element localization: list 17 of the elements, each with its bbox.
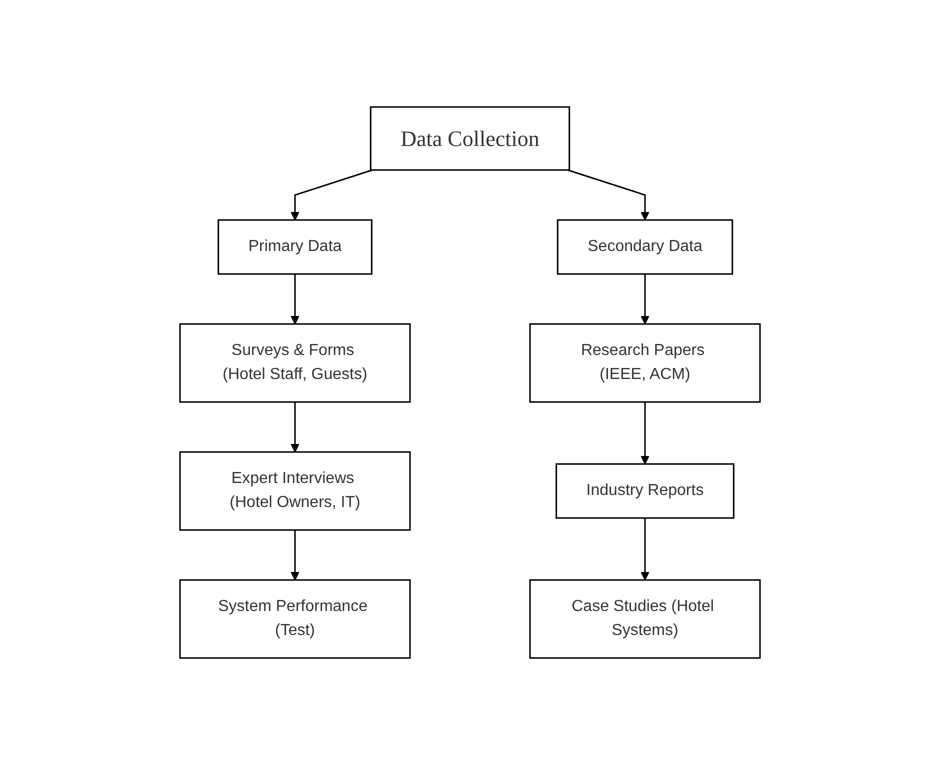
node-box: Surveys & Forms (Hotel Staff, Guests) bbox=[179, 322, 411, 402]
node-box: Expert Interviews (Hotel Owners, IT) bbox=[179, 450, 411, 530]
arrow bbox=[290, 402, 300, 452]
node-box: Data Collection bbox=[370, 106, 570, 170]
arrow bbox=[290, 530, 300, 580]
arrow bbox=[640, 274, 650, 324]
arrow bbox=[567, 168, 650, 220]
arrow bbox=[640, 518, 650, 580]
node-box: System Performance (Test) bbox=[179, 578, 411, 658]
arrow bbox=[290, 168, 373, 220]
node-box: Secondary Data bbox=[556, 218, 734, 274]
node-box: Case Studies (Hotel Systems) bbox=[529, 578, 761, 658]
node-box: Research Papers (IEEE, ACM) bbox=[529, 322, 761, 402]
node-box: Primary Data bbox=[218, 218, 372, 274]
node-box: Industry Reports bbox=[556, 462, 734, 518]
arrow bbox=[290, 274, 300, 324]
arrow bbox=[640, 402, 650, 464]
